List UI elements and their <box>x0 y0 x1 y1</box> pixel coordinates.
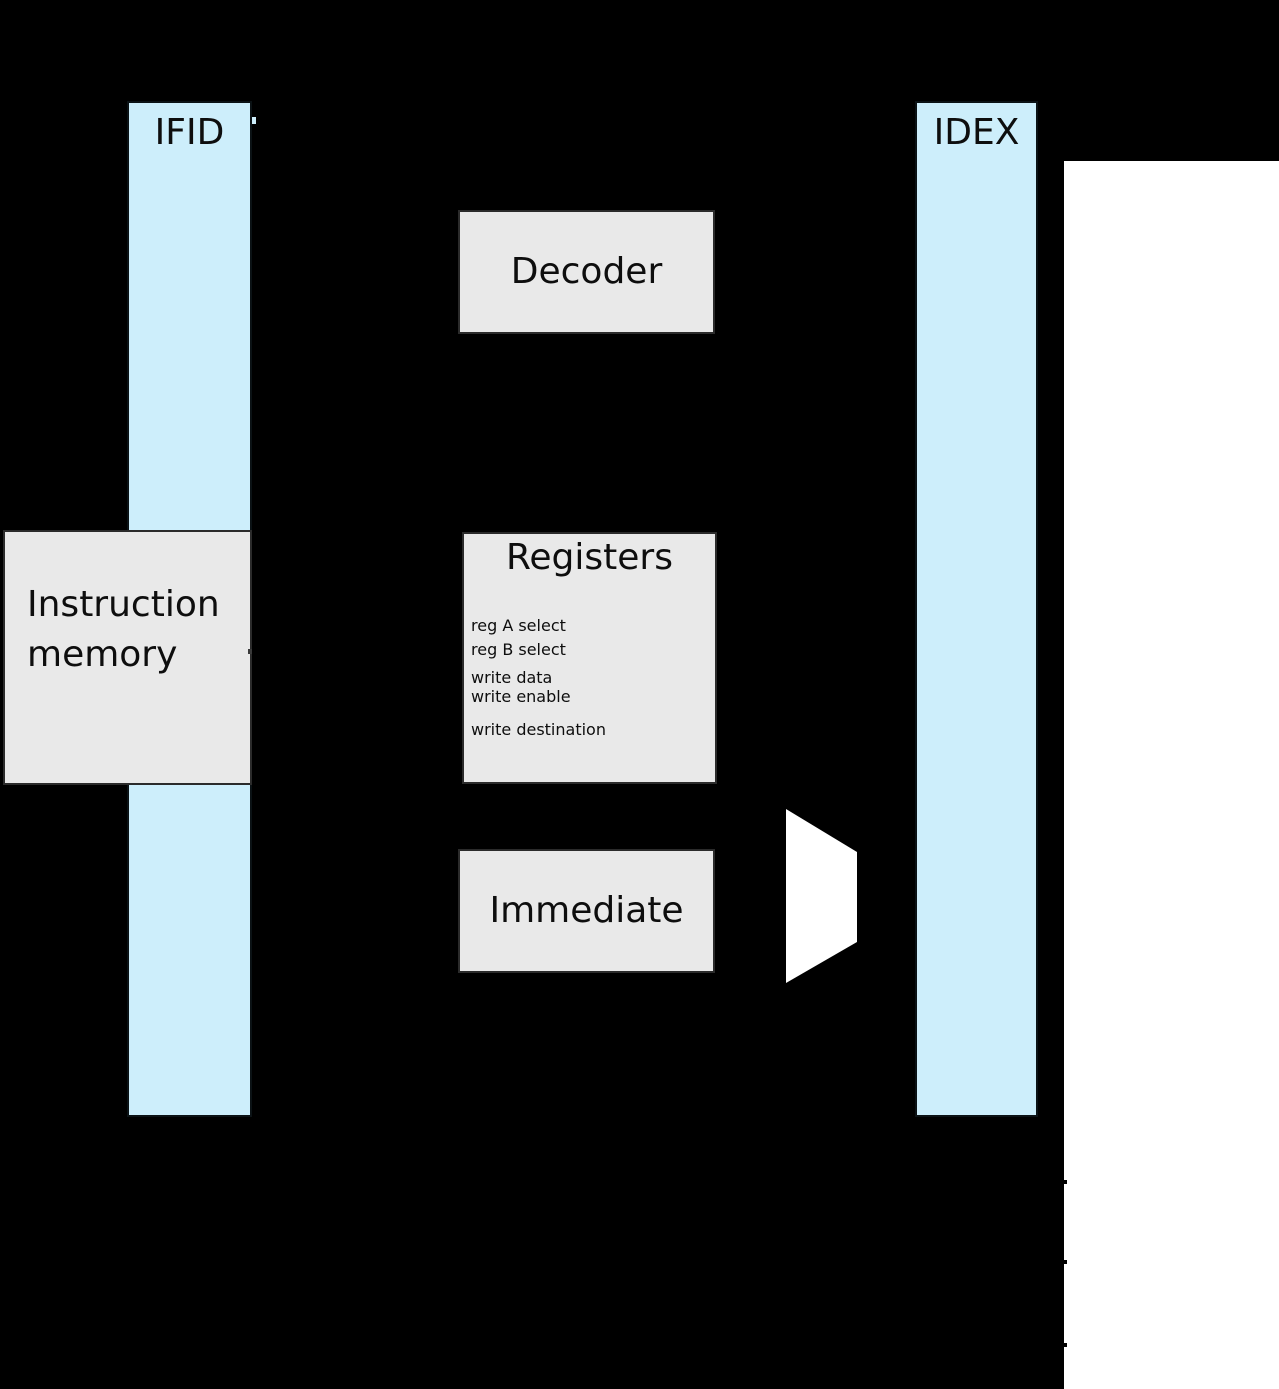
registers-port-write-data: write data <box>471 668 553 687</box>
wire-stub-tick <box>1063 1343 1067 1347</box>
mux-trapezoid <box>786 809 857 983</box>
wire-stub-tick <box>1063 1260 1067 1264</box>
registers-port-write-destination: write destination <box>471 720 606 739</box>
registers-port-reg-b-select: reg B select <box>471 640 566 659</box>
ifid-label: IFID <box>154 112 225 153</box>
right-white-panel <box>1064 161 1279 1389</box>
ifid-wire-stub <box>252 117 256 124</box>
instruction-memory-wire-stub <box>248 649 252 654</box>
registers-port-write-enable: write enable <box>471 687 571 706</box>
registers-title: Registers <box>506 537 673 578</box>
immediate-block: Immediate <box>458 849 715 973</box>
wire-stub-tick <box>1063 1180 1067 1184</box>
instruction-memory-block: Instruction memory <box>3 530 252 785</box>
decoder-block: Decoder <box>458 210 715 334</box>
immediate-label: Immediate <box>489 890 684 931</box>
registers-port-reg-a-select: reg A select <box>471 616 566 635</box>
instruction-memory-label: Instruction memory <box>27 584 220 675</box>
idex-label: IDEX <box>933 112 1020 153</box>
registers-block: Registers reg A select reg B select writ… <box>462 532 717 784</box>
idex-pipeline-register: IDEX <box>915 101 1038 1117</box>
decoder-label: Decoder <box>510 251 663 292</box>
mux-shape <box>786 809 857 983</box>
